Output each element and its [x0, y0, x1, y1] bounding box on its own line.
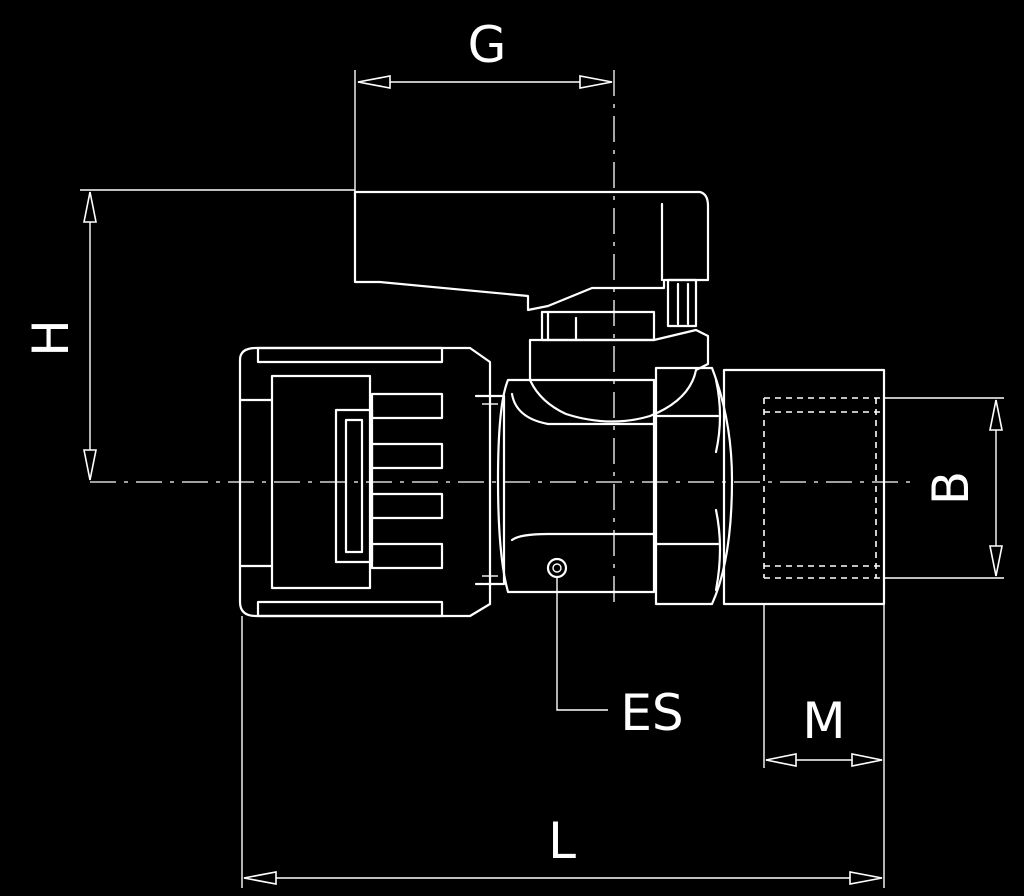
label-es: ES [620, 684, 683, 742]
label-h: H [22, 319, 80, 357]
label-g: G [468, 16, 507, 74]
hex-body [496, 366, 734, 606]
lever-handle [353, 190, 710, 312]
label-m: M [802, 692, 845, 750]
dimension-es: ES [556, 578, 684, 742]
label-l: L [548, 812, 576, 870]
dimension-h: H [22, 189, 355, 481]
dimension-g: G [354, 16, 613, 192]
dimension-m: M [763, 604, 885, 888]
dimension-l: L [241, 616, 883, 888]
dimension-b: B [884, 397, 1004, 579]
valve-body [90, 70, 912, 618]
bonnet [528, 328, 710, 423]
dimensions: G H B ES [22, 16, 1004, 888]
union-nut [238, 346, 506, 618]
vent-screw [546, 557, 568, 579]
female-thread-end [722, 368, 886, 606]
label-b: B [922, 471, 980, 505]
